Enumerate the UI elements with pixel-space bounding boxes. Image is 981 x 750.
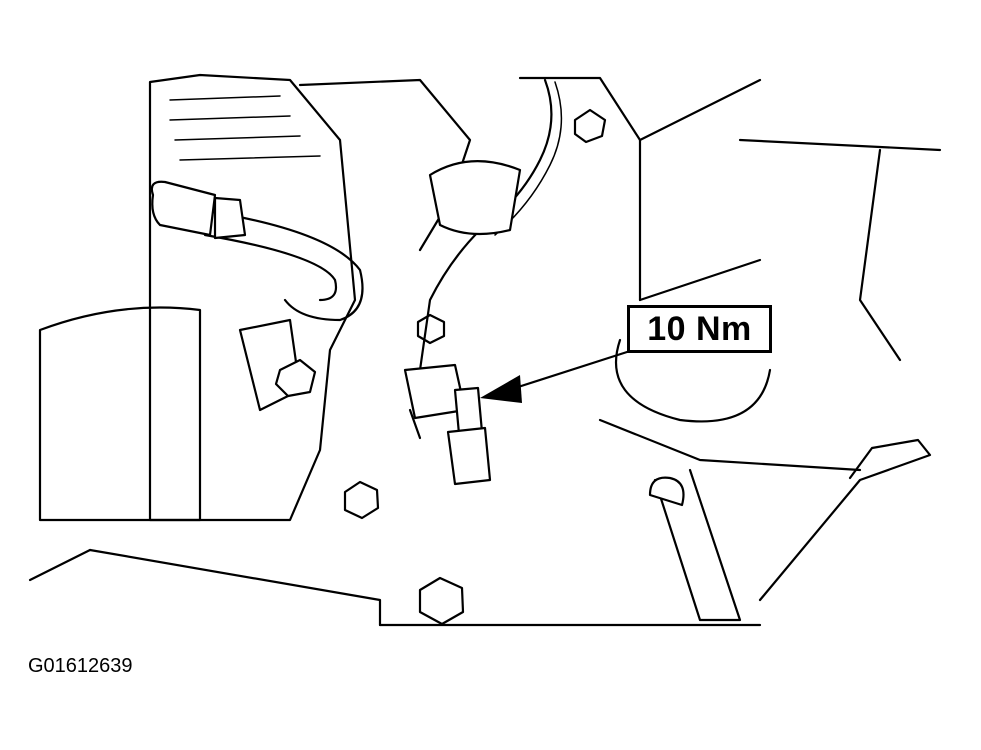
- callout-arrow: [480, 350, 629, 403]
- bolts: [274, 108, 607, 626]
- engine-block-outline: [28, 73, 942, 627]
- figure-id-label: G01612639: [28, 655, 133, 677]
- torque-value: 10 Nm: [647, 310, 752, 348]
- torque-callout: 10 Nm: [627, 305, 772, 353]
- suspension-arm: [648, 438, 932, 622]
- fuel-pipe: [150, 180, 364, 412]
- sensor-connector: [403, 363, 492, 486]
- wiring-harness: [418, 78, 563, 372]
